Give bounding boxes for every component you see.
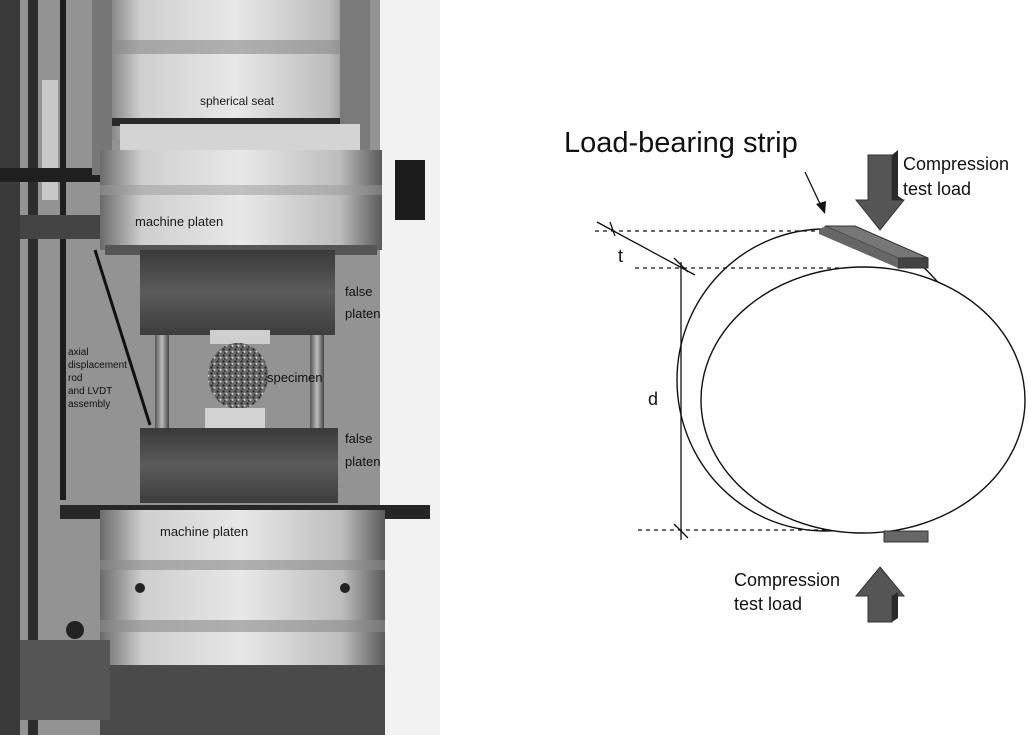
test-rig-photo: spherical seat machine platen false plat… bbox=[0, 0, 440, 735]
left-frame-rod bbox=[28, 0, 38, 735]
label-specimen: specimen bbox=[267, 370, 323, 385]
top-load-label-1: Compression bbox=[903, 154, 1009, 174]
specimen-disc bbox=[208, 343, 268, 409]
machine-platen-top bbox=[100, 150, 382, 250]
top-load-label-2: test load bbox=[903, 179, 971, 199]
dim-d-label: d bbox=[648, 389, 658, 409]
strip-pointer-line bbox=[804, 171, 823, 209]
dim-t-label: t bbox=[618, 246, 623, 266]
label-axial-5: assembly bbox=[68, 399, 110, 410]
specimen-circle-front bbox=[700, 266, 1026, 534]
bottom-load-label-2: test load bbox=[734, 594, 802, 614]
false-platen-bottom bbox=[140, 428, 338, 503]
label-false-platen-bottom-2: platen bbox=[345, 454, 380, 469]
label-axial-4: and LVDT bbox=[68, 386, 112, 397]
strip-pointer-arrowhead bbox=[816, 201, 826, 214]
label-axial-3: rod bbox=[68, 373, 82, 384]
top-strip-edge bbox=[897, 257, 929, 269]
false-platen-top bbox=[140, 250, 335, 335]
label-machine-platen-top: machine platen bbox=[135, 214, 223, 229]
label-false-platen-top-2: platen bbox=[345, 306, 380, 321]
top-column bbox=[100, 0, 370, 140]
label-machine-platen-bottom: machine platen bbox=[160, 524, 248, 539]
label-false-platen-top-1: false bbox=[345, 284, 372, 299]
label-false-platen-bottom-1: false bbox=[345, 431, 372, 446]
label-axial-2: displacement bbox=[68, 360, 127, 371]
label-axial-1: axial bbox=[68, 347, 89, 358]
displacement-rod bbox=[93, 249, 152, 426]
t-measure-line bbox=[596, 221, 696, 276]
top-load-arrow-shadow bbox=[892, 150, 904, 200]
load-strip-diagram: Load-bearing strip Compression test load… bbox=[564, 127, 1026, 623]
background-wall bbox=[380, 0, 440, 735]
diagram-title: Load-bearing strip bbox=[564, 127, 798, 159]
bottom-load-label-1: Compression bbox=[734, 570, 840, 590]
clamp-arm bbox=[0, 168, 110, 182]
bottom-strip bbox=[883, 530, 929, 543]
label-spherical-seat: spherical seat bbox=[200, 94, 275, 108]
